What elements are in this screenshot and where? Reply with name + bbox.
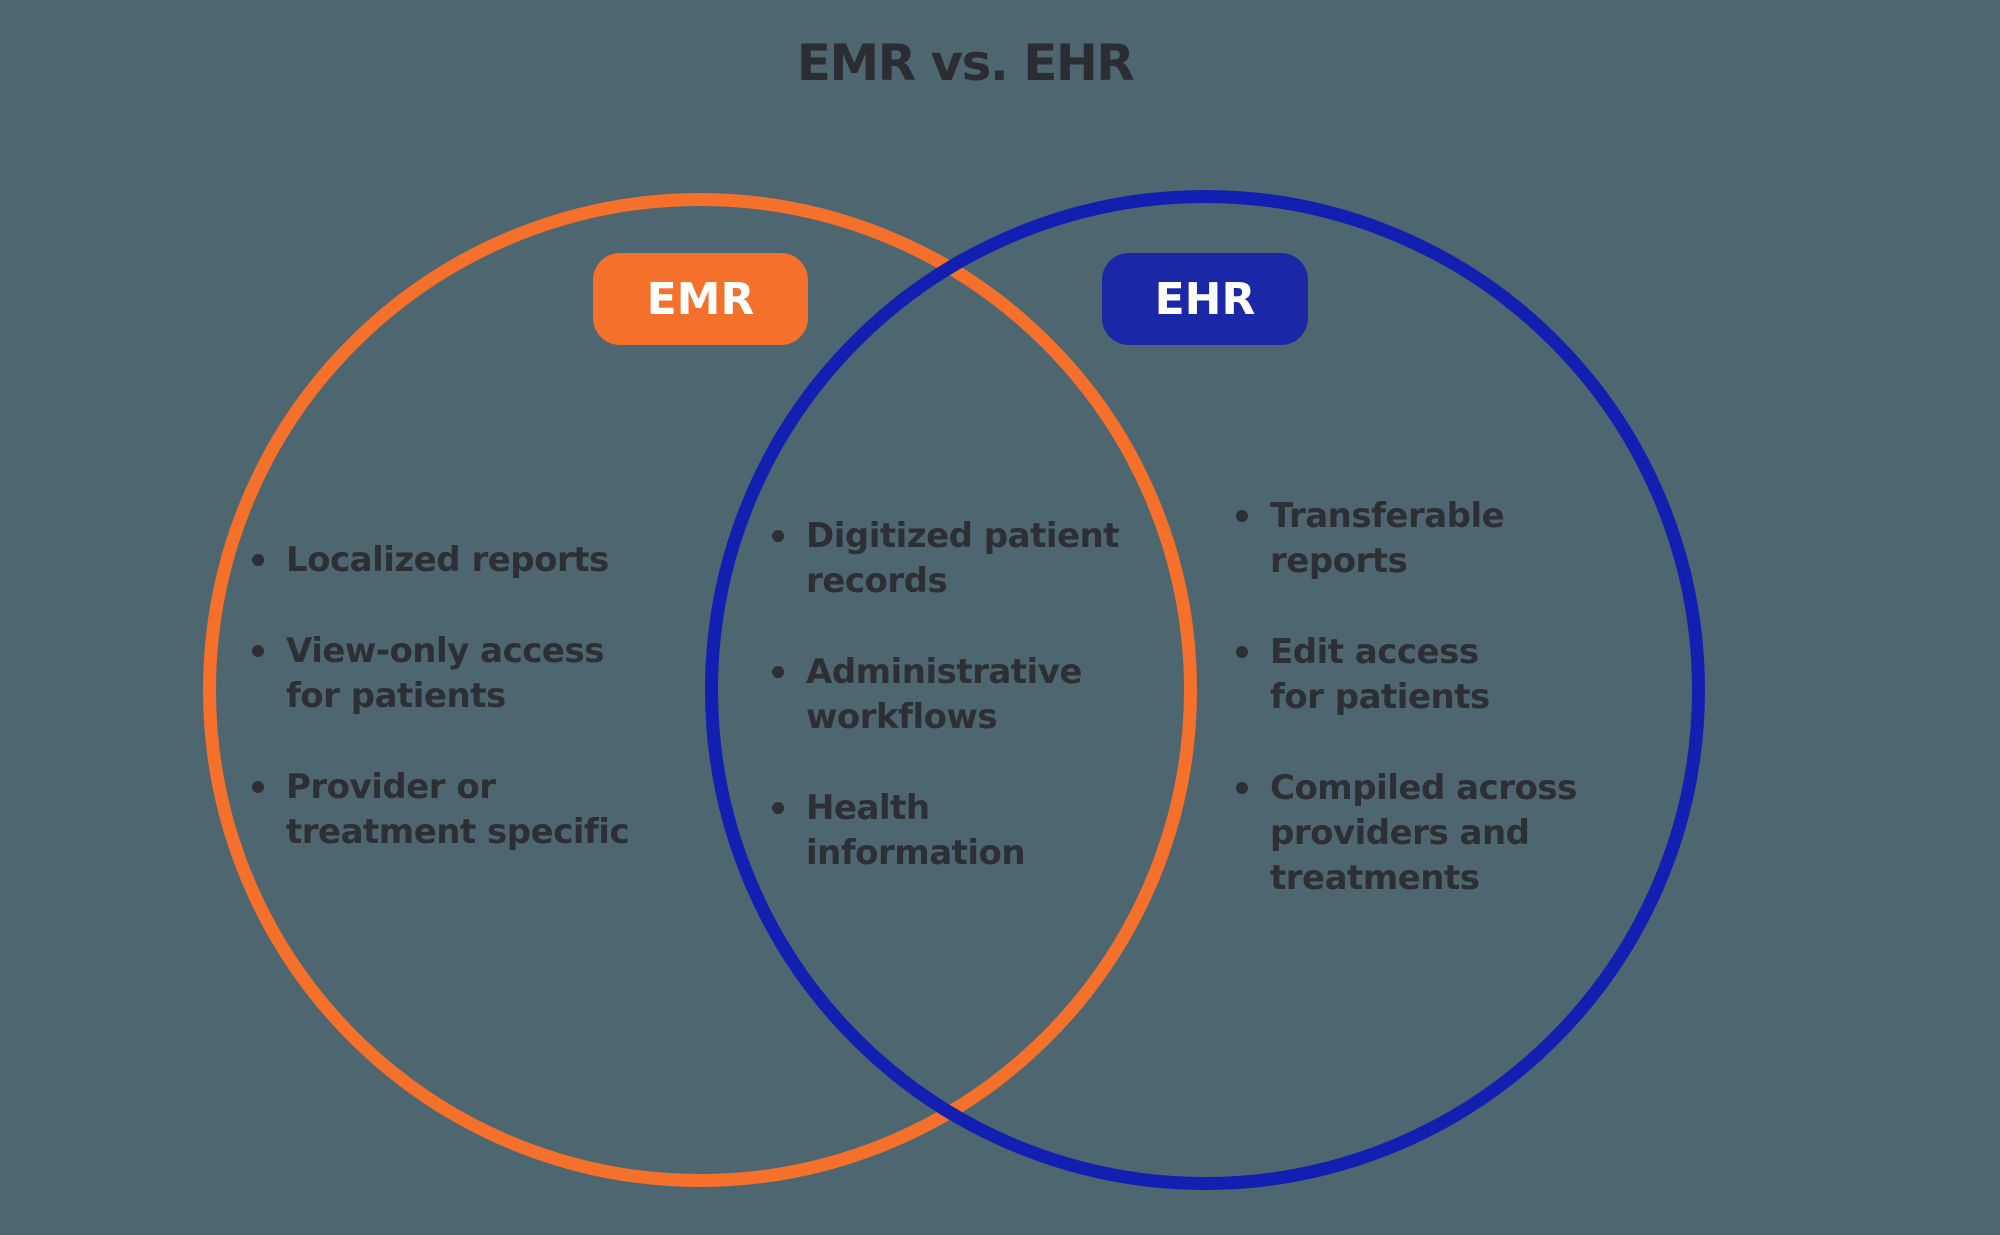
list-item-line: treatments [1270,858,1480,898]
list-item-line: Digitized patient [806,516,1120,556]
list-item-line: for patients [1270,677,1490,717]
bullet-icon [1236,782,1248,794]
list-item-text: Administrative workflows [806,650,1082,740]
list-item-text: Edit access for patients [1270,630,1490,720]
list-item-text: Provider or treatment specific [286,765,630,855]
list-item: View-only access for patients [252,629,712,719]
list-item-line: Localized reports [286,540,609,580]
list-item-line: for patients [286,676,506,716]
overlap-list: Digitized patient records Administrative… [772,514,1192,922]
bullet-icon [1236,646,1248,658]
list-item: Digitized patient records [772,514,1192,604]
list-item: Transferable reports [1236,494,1676,584]
list-item-line: Edit access [1270,632,1479,672]
list-item-line: Administrative [806,652,1082,692]
emr-badge-label: EMR [646,273,755,325]
list-item: Localized reports [252,538,712,583]
list-item-line: Health [806,788,930,828]
list-item-text: Digitized patient records [806,514,1120,604]
bullet-icon [772,666,784,678]
list-item-text: Health information [806,786,1026,876]
list-item: Compiled across providers and treatments [1236,766,1676,901]
list-item: Provider or treatment specific [252,765,712,855]
list-item-text: View-only access for patients [286,629,604,719]
list-item-line: Transferable [1270,496,1505,536]
list-item-line: View-only access [286,631,604,671]
ehr-badge-label: EHR [1154,273,1256,325]
list-item-line: workflows [806,697,998,737]
list-item-line: Compiled across [1270,768,1577,808]
bullet-icon [772,802,784,814]
list-item: Edit access for patients [1236,630,1676,720]
list-item: Administrative workflows [772,650,1192,740]
list-item-line: treatment specific [286,812,630,852]
bullet-icon [1236,510,1248,522]
list-item-line: reports [1270,541,1408,581]
list-item-text: Transferable reports [1270,494,1505,584]
bullet-icon [772,530,784,542]
ehr-only-list: Transferable reports Edit access for pat… [1236,494,1676,947]
list-item-line: Provider or [286,767,496,807]
bullet-icon [252,554,264,566]
list-item-text: Localized reports [286,538,609,583]
list-item: Health information [772,786,1192,876]
emr-only-list: Localized reports View-only access for p… [252,538,712,901]
emr-badge: EMR [593,253,808,345]
list-item-text: Compiled across providers and treatments [1270,766,1577,901]
bullet-icon [252,645,264,657]
list-item-line: providers and [1270,813,1530,853]
ehr-badge: EHR [1102,253,1308,345]
bullet-icon [252,781,264,793]
list-item-line: records [806,561,948,601]
list-item-line: information [806,833,1026,873]
page-title: EMR vs. EHR [796,34,1135,92]
